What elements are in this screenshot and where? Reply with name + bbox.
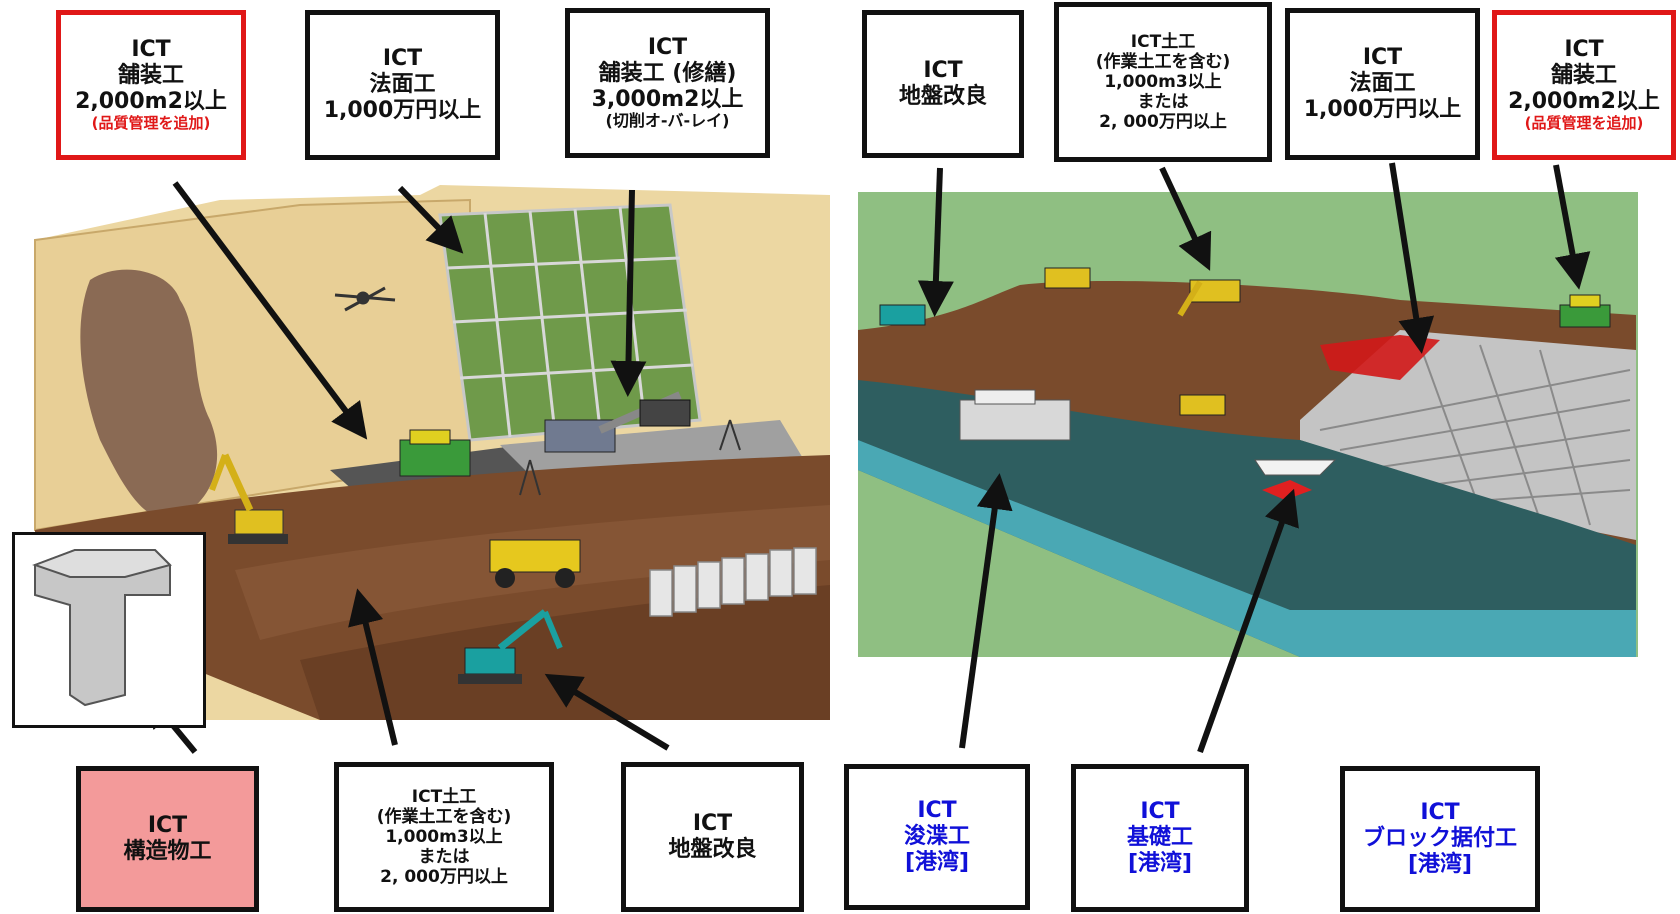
arrow-earth-bottom bbox=[348, 588, 398, 746]
arrow-ground1 bbox=[917, 167, 954, 317]
label-text: ICT bbox=[1420, 800, 1460, 826]
label-block: ICT ブロック据付工 [港湾] bbox=[1340, 766, 1540, 912]
label-text: ICT土工 bbox=[1130, 31, 1196, 52]
arrow-ground2 bbox=[544, 673, 670, 751]
arrow-slope2 bbox=[1389, 162, 1435, 354]
label-text: 2, 000万円以上 bbox=[380, 867, 508, 888]
rock-outcrop bbox=[80, 269, 218, 520]
label-text: (切削オ-バ-レイ) bbox=[605, 111, 730, 131]
label-text: 舗装工 bbox=[117, 63, 184, 89]
label-text: (作業土工を含む) bbox=[1095, 51, 1231, 72]
label-ground2: ICT 地盤改良 bbox=[621, 762, 804, 912]
label-text: [港湾] bbox=[1407, 851, 1473, 877]
label-text: 浚渫工 bbox=[903, 824, 970, 850]
label-text: ICT bbox=[692, 811, 733, 837]
label-text: 地盤改良 bbox=[668, 837, 757, 862]
label-text: 基礎工 bbox=[1126, 825, 1193, 851]
label-note: (品質管理を追加) bbox=[1524, 114, 1644, 133]
label-text: ICT bbox=[647, 34, 688, 60]
dump-truck-icon bbox=[639, 399, 691, 427]
dozer-icon bbox=[1044, 267, 1091, 289]
label-text: 法面工 bbox=[369, 72, 436, 98]
label-text: ICT bbox=[1564, 37, 1604, 63]
label-text: 2,000m2以上 bbox=[1508, 89, 1660, 115]
label-text: [港湾] bbox=[904, 849, 970, 875]
label-text: (作業土工を含む) bbox=[376, 806, 512, 827]
label-text: ブロック据付工 bbox=[1362, 826, 1517, 852]
label-foundation: ICT 基礎工 [港湾] bbox=[1071, 764, 1249, 912]
arrow-pave2 bbox=[1553, 164, 1591, 290]
arrow-slope1 bbox=[397, 185, 464, 254]
label-text: ICT bbox=[923, 58, 963, 84]
label-text: 3,000m2以上 bbox=[591, 86, 744, 112]
boat-icon bbox=[1254, 459, 1337, 476]
structure-inset bbox=[12, 532, 206, 728]
label-earth-bottom: ICT土工 (作業土工を含む) 1,000m3以上 または 2, 000万円以上 bbox=[334, 762, 554, 912]
label-text: 1,000m3以上 bbox=[1104, 71, 1222, 92]
label-text: [港湾] bbox=[1127, 850, 1193, 876]
harbor-construction-scene bbox=[858, 192, 1638, 657]
grader-yellow-icon bbox=[489, 539, 581, 588]
label-ground1: ICT 地盤改良 bbox=[862, 10, 1024, 158]
label-pave-repair: ICT 舗装工 (修繕) 3,000m2以上 (切削オ-バ-レイ) bbox=[565, 8, 770, 158]
label-text: ICT bbox=[147, 813, 188, 839]
excavator-top-icon bbox=[1177, 279, 1241, 317]
label-text: 1,000m3以上 bbox=[385, 826, 503, 847]
label-text: または bbox=[1137, 92, 1189, 113]
soil-lower-tier bbox=[300, 585, 830, 720]
arrow-pave-repair bbox=[610, 189, 647, 397]
arrow-pave1 bbox=[172, 181, 368, 440]
label-note: (品質管理を追加) bbox=[91, 114, 211, 133]
label-text: 2,000m2以上 bbox=[75, 89, 227, 115]
label-pave2: ICT 舗装工 2,000m2以上 (品質管理を追加) bbox=[1492, 10, 1676, 160]
retaining-wall-blocks bbox=[649, 547, 817, 617]
label-text: ICT土工 bbox=[411, 786, 477, 807]
drone-icon bbox=[334, 286, 396, 312]
water-body bbox=[858, 380, 1636, 657]
survey-tripod-icon bbox=[519, 419, 741, 496]
label-pave1: ICT 舗装工 2,000m2以上 (品質管理を追加) bbox=[56, 10, 246, 160]
label-structure: ICT 構造物工 bbox=[76, 766, 259, 912]
arrow-dredge bbox=[959, 473, 1013, 749]
excavator-left-icon bbox=[879, 304, 926, 326]
label-earth-top: ICT土工 (作業土工を含む) 1,000m3以上 または 2, 000万円以上 bbox=[1054, 2, 1272, 162]
label-text: または bbox=[418, 847, 470, 868]
label-text: ICT bbox=[1140, 799, 1180, 825]
label-text: ICT bbox=[1362, 45, 1403, 71]
barge-icon bbox=[959, 389, 1071, 441]
paver-green-icon bbox=[399, 429, 471, 477]
label-text: 1,000万円以上 bbox=[323, 97, 482, 123]
excavator-yellow-icon bbox=[209, 453, 288, 544]
arrow-earth-top bbox=[1159, 166, 1212, 271]
label-text: 1,000万円以上 bbox=[1303, 96, 1462, 122]
arrow-foundation bbox=[1197, 488, 1299, 754]
label-text: 舗装工 bbox=[1550, 63, 1617, 89]
pointer-arrows bbox=[144, 162, 1591, 754]
excavator-mid-icon bbox=[1179, 394, 1226, 416]
armor-block-slope bbox=[1300, 330, 1636, 540]
label-text: ICT bbox=[917, 798, 957, 824]
label-text: 2, 000万円以上 bbox=[1099, 112, 1227, 133]
excavator-teal-icon bbox=[458, 609, 563, 684]
label-text: ICT bbox=[382, 46, 423, 72]
paver-right-icon bbox=[1559, 294, 1611, 328]
t-girder-icon bbox=[32, 549, 172, 707]
label-text: 地盤改良 bbox=[898, 84, 987, 109]
label-text: 構造物工 bbox=[123, 839, 212, 864]
label-text: 法面工 bbox=[1349, 71, 1416, 97]
label-slope2: ICT 法面工 1,000万円以上 bbox=[1285, 8, 1480, 160]
label-text: 舗装工 (修繕) bbox=[598, 60, 737, 86]
label-text: ICT bbox=[131, 37, 171, 63]
label-slope1: ICT 法面工 1,000万円以上 bbox=[305, 10, 500, 160]
label-dredge: ICT 浚渫工 [港湾] bbox=[844, 764, 1030, 910]
